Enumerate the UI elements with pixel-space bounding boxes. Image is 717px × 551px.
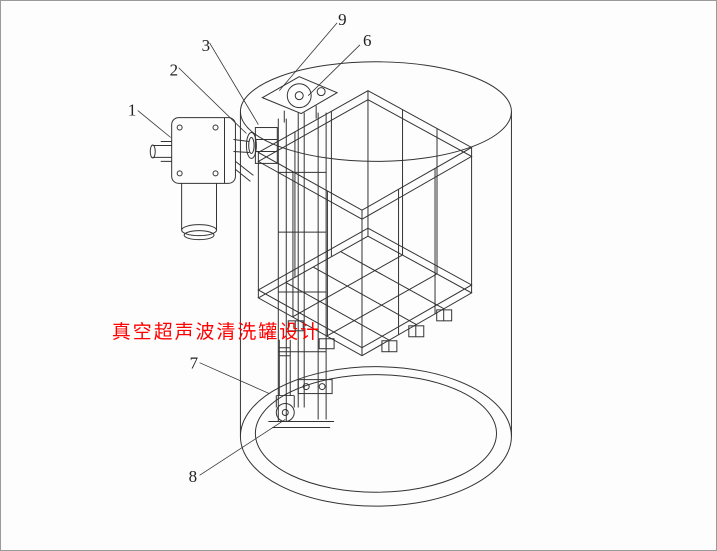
callout-9-label: 9 <box>338 10 346 29</box>
callout-7-label: 7 <box>190 354 198 373</box>
motor-output-shaft <box>152 140 172 162</box>
column-rungs <box>278 171 327 353</box>
lower-bracket <box>297 379 333 395</box>
motor-shaft-end <box>149 144 156 159</box>
guide-roller-hub <box>281 409 289 416</box>
wall-flange-outer <box>245 132 257 159</box>
lower-roller-assembly <box>275 339 333 422</box>
callout-2-label: 2 <box>170 61 178 80</box>
pulley-hub <box>294 91 304 101</box>
basket-corner-posts <box>257 90 473 356</box>
callout-leaders <box>137 22 361 476</box>
cleaning-basket <box>257 90 473 357</box>
leader-line-9 <box>278 22 338 91</box>
basket-face-posts <box>292 109 438 337</box>
pulley-wheel <box>286 83 312 109</box>
callout-8-label: 8 <box>189 467 197 486</box>
basket-floor-grid <box>285 251 445 341</box>
callout-6-label: 6 <box>363 31 371 50</box>
tank-bottom-rim <box>239 366 512 507</box>
callout-numbers: 1 2 3 6 7 8 9 <box>128 10 372 486</box>
tank-bottom-inner-floor <box>254 374 497 493</box>
leader-line-1 <box>137 110 171 138</box>
leader-line-3 <box>209 42 259 125</box>
watermark-title: 真空超声波清洗罐设计 <box>112 321 321 343</box>
leader-line-8 <box>199 419 286 476</box>
motor-body <box>171 117 236 184</box>
roller-clevis <box>275 395 295 408</box>
drawing-lines <box>137 22 512 507</box>
callout-3-label: 3 <box>202 36 210 55</box>
bracket-legs <box>283 105 317 123</box>
column-rails <box>277 112 327 422</box>
gear-canister-bottom <box>181 224 218 237</box>
callout-1-label: 1 <box>128 101 136 120</box>
bracket-plate <box>261 76 339 115</box>
rail-carriage <box>254 127 278 164</box>
column-base-plate <box>268 420 335 428</box>
support-brace <box>235 161 254 182</box>
tank-cylinder <box>239 61 512 507</box>
lower-actuator <box>278 339 291 396</box>
top-pulley-bracket <box>261 76 339 123</box>
wall-flange-inner <box>248 137 255 154</box>
lower-bracket-bolt <box>302 383 310 391</box>
gear-canister-sides <box>181 183 218 231</box>
bracket-bolt <box>316 87 326 97</box>
motor-bolt <box>212 170 219 177</box>
lower-bracket-bolt <box>318 383 326 391</box>
rail-carriage-detail <box>255 138 278 152</box>
lift-column <box>268 112 335 428</box>
gear-canister-cap <box>183 230 215 241</box>
transducer-block-detail <box>294 309 445 352</box>
motor-bolt <box>176 170 183 177</box>
leader-line-2 <box>178 67 247 134</box>
guide-roller <box>275 403 295 422</box>
shaft-coupling <box>233 127 278 182</box>
basket-top-rim-inner <box>257 99 473 220</box>
motor-bolt <box>212 124 219 131</box>
motor-bolt <box>176 124 183 131</box>
leader-line-7 <box>199 362 270 394</box>
motor-assembly <box>149 117 236 241</box>
leader-line-6 <box>307 44 361 96</box>
